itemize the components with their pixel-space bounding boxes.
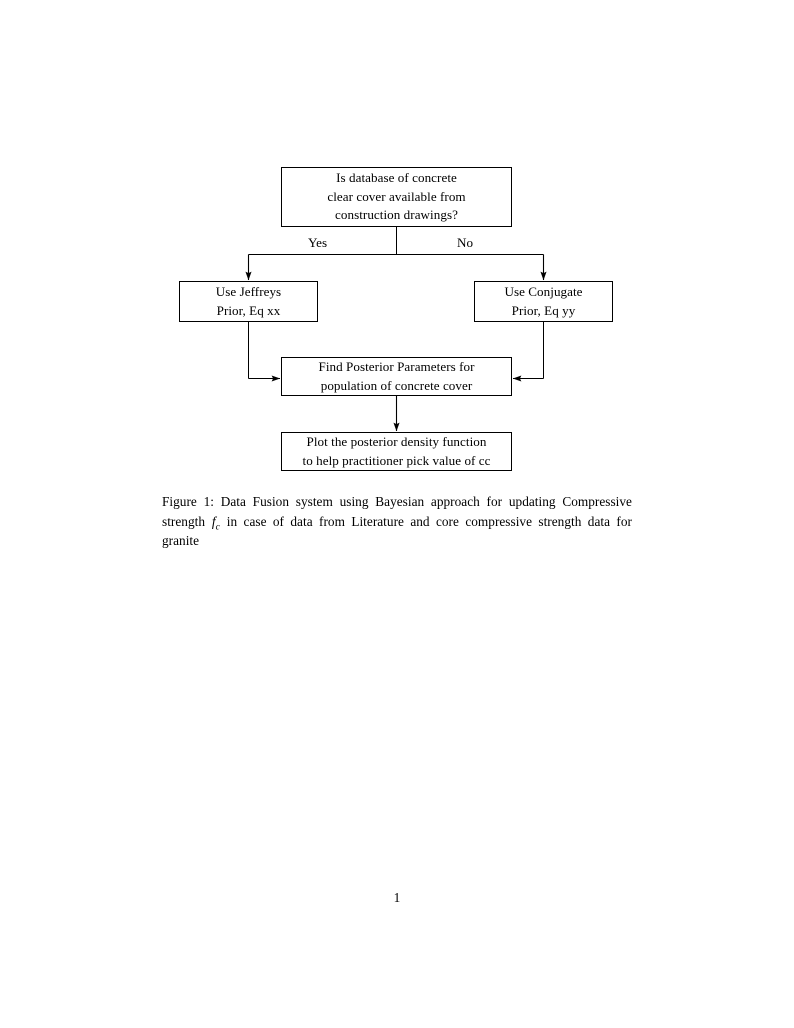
node-jeffreys-line-2: Prior, Eq xx — [216, 302, 281, 318]
node-decision-database-available[interactable]: Is database of concrete clear cover avai… — [281, 167, 512, 227]
node-find-posterior-parameters[interactable]: Find Posterior Parameters for population… — [281, 357, 512, 396]
branch-label-yes: Yes — [308, 235, 328, 250]
node-conjugate-line-2: Prior, Eq yy — [511, 302, 576, 318]
flowchart-connectors — [245, 227, 547, 432]
node-plot-line-1: Plot the posterior density function — [306, 434, 487, 449]
node-jeffreys-line-1: Use Jeffreys — [215, 284, 282, 299]
caption-math-symbol-base: f — [211, 513, 216, 529]
figure-flowchart: Is database of concrete clear cover avai… — [0, 0, 794, 490]
caption-label: Figure 1: — [162, 494, 214, 509]
node-decision-line-2: clear cover available from — [327, 188, 466, 204]
node-use-jeffreys-prior[interactable]: Use Jeffreys Prior, Eq xx — [179, 281, 318, 322]
caption-math-symbol-fc: fc — [211, 513, 220, 533]
node-conjugate-line-1: Use Conjugate — [504, 284, 583, 299]
node-posterior-line-2: population of concrete cover — [320, 377, 473, 393]
caption-text-part-1: Data Fusion system using Bayesian approa… — [162, 494, 632, 529]
caption-text-part-2: in case of data from Literature and core… — [162, 513, 632, 549]
node-use-conjugate-prior[interactable]: Use Conjugate Prior, Eq yy — [474, 281, 613, 322]
caption-math-symbol-subscript: c — [215, 521, 220, 533]
page-number: 1 — [393, 890, 401, 905]
node-posterior-line-1: Find Posterior Parameters for — [318, 359, 475, 374]
figure-caption: Figure 1: Data Fusion system using Bayes… — [162, 492, 632, 551]
branch-label-no: No — [457, 235, 474, 250]
node-plot-posterior-density[interactable]: Plot the posterior density function to h… — [281, 432, 512, 471]
node-plot-line-2: to help practitioner pick value of cc — [302, 452, 491, 468]
node-decision-line-1: Is database of concrete — [336, 170, 457, 186]
node-decision-line-3: construction drawings? — [335, 207, 458, 223]
